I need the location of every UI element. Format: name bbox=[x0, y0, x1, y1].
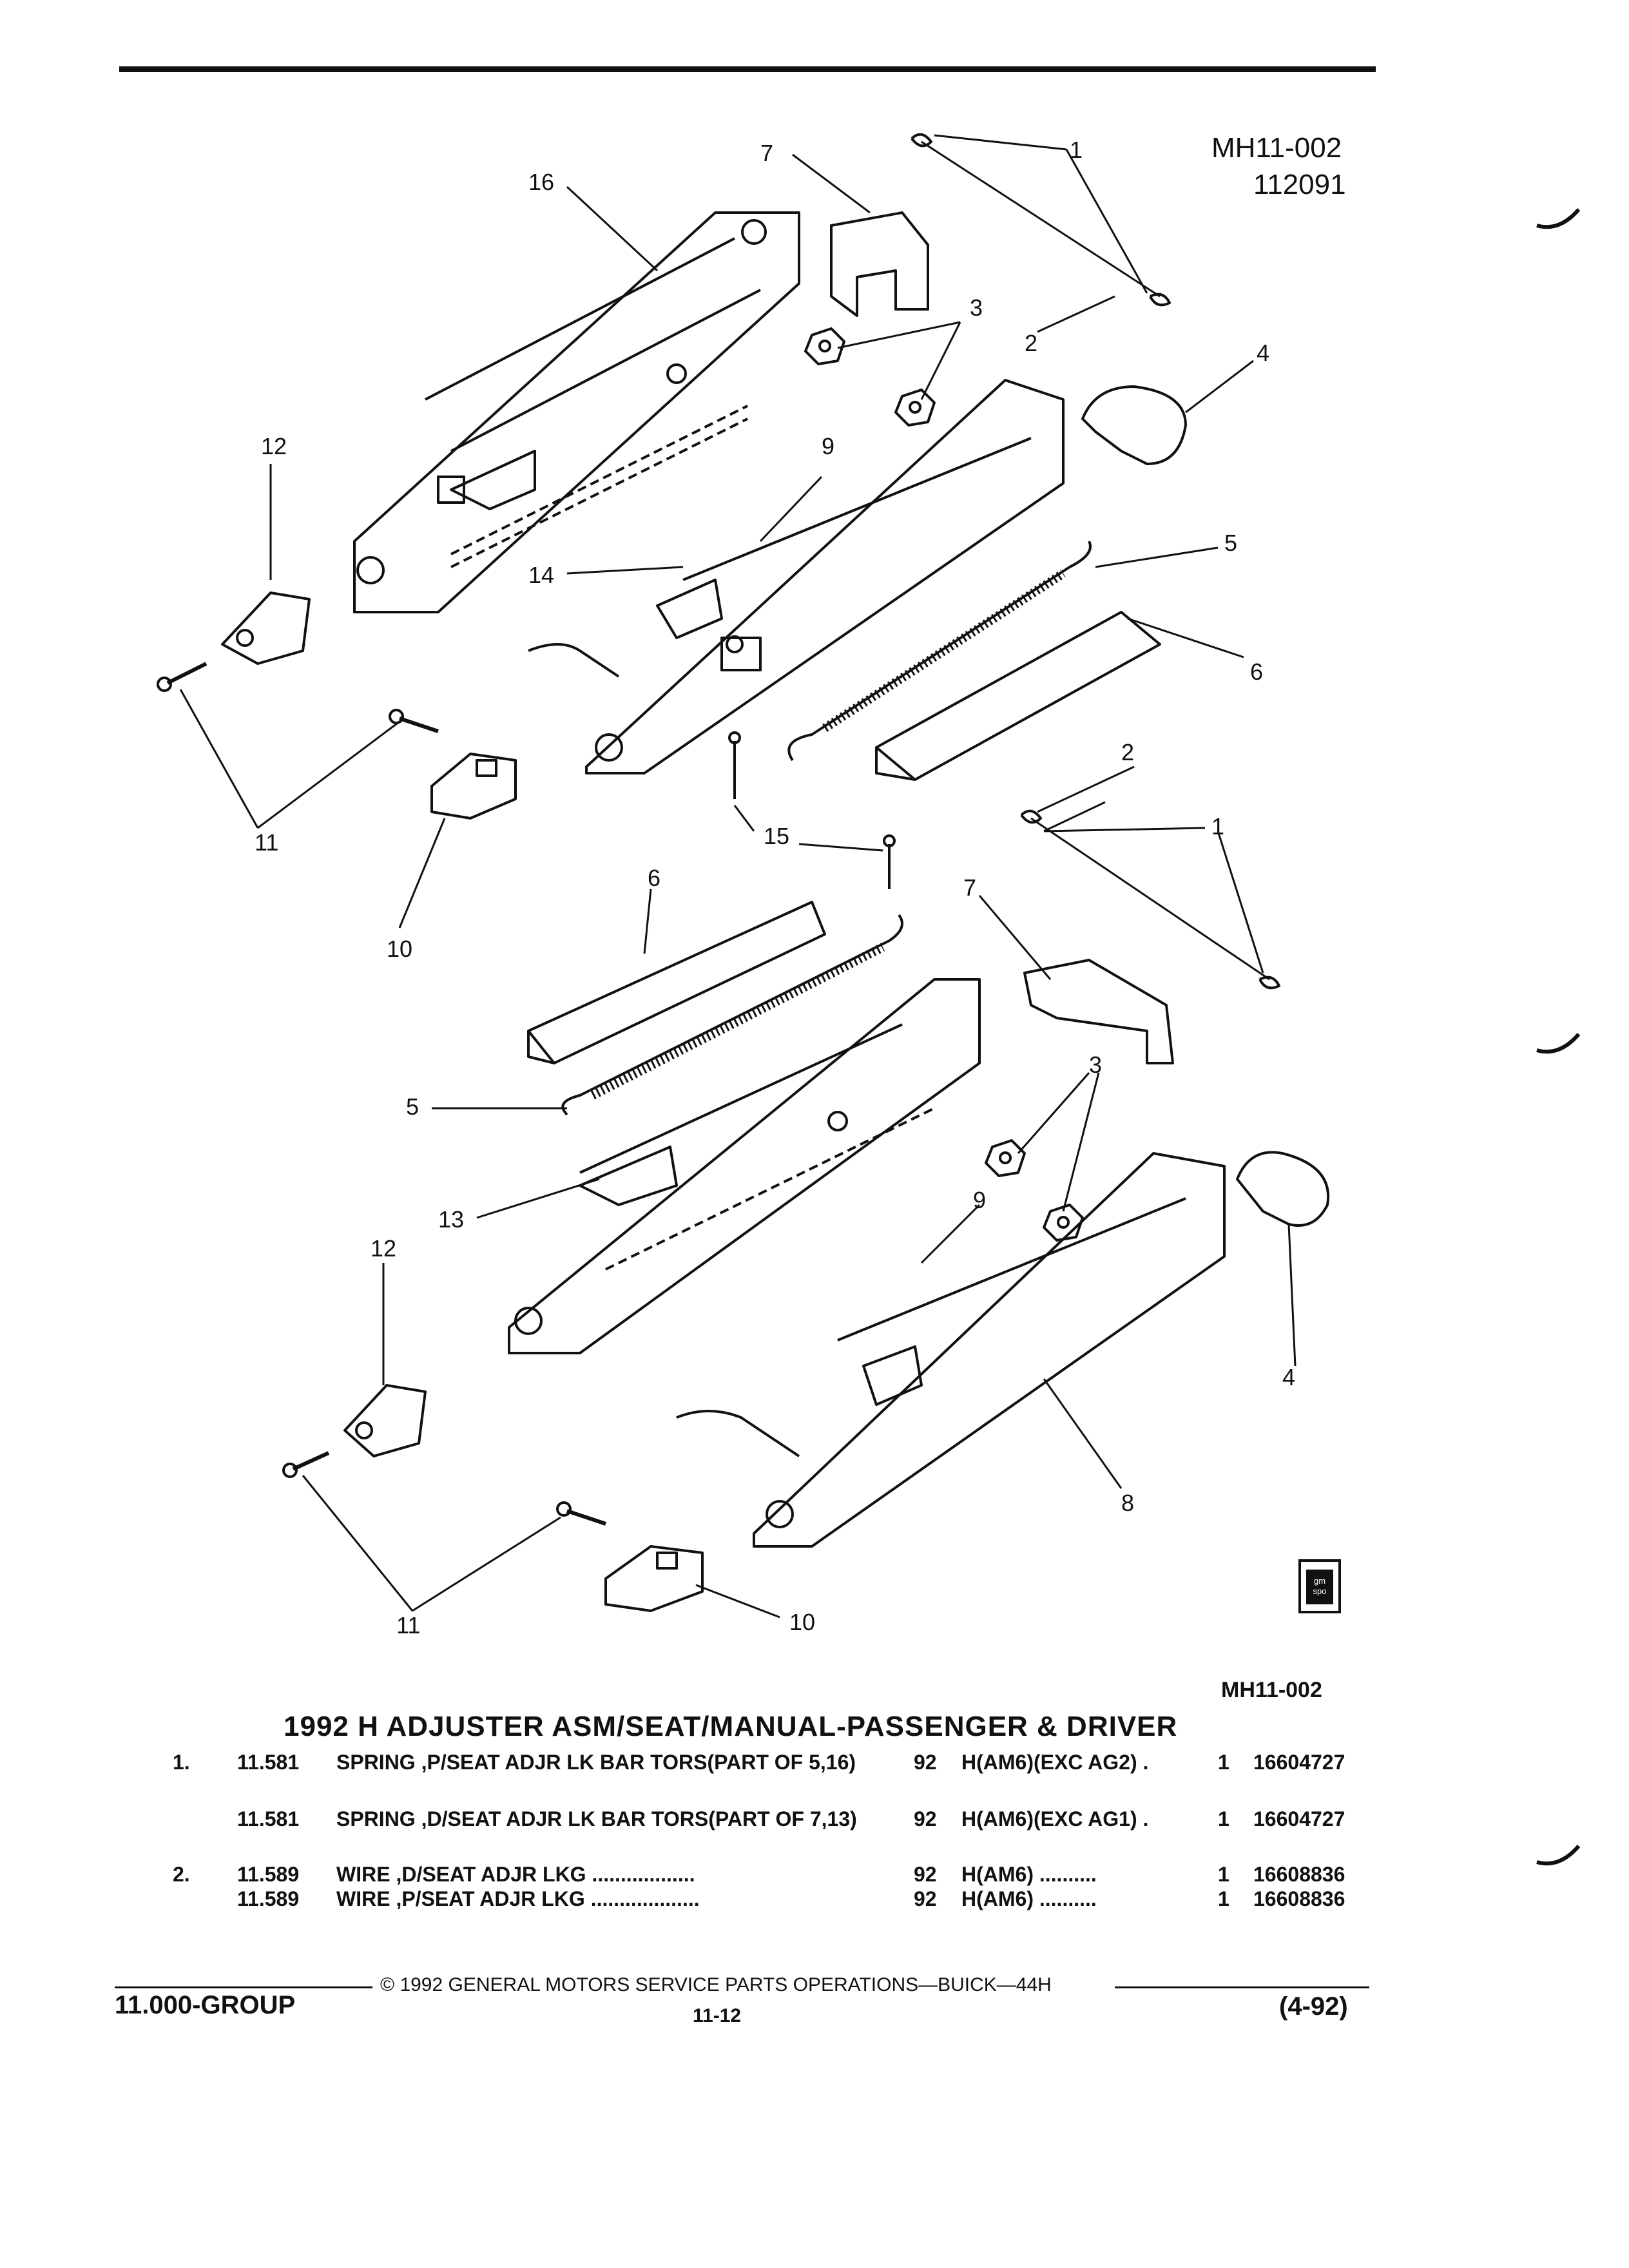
row2-model: H(AM6)(EXC AG1) . bbox=[961, 1807, 1149, 1831]
channel-6-upper bbox=[875, 611, 1161, 781]
wire-linkage-upper bbox=[911, 133, 1171, 307]
callout-1: 1 bbox=[1070, 137, 1083, 163]
row1-year: 92 bbox=[914, 1751, 937, 1774]
row1-item: 1. bbox=[173, 1751, 190, 1774]
screws-11-lower bbox=[282, 1451, 606, 1526]
callout-9: 9 bbox=[822, 433, 834, 459]
callout-8: 8 bbox=[1121, 1490, 1134, 1516]
section-title: 1992 H ADJUSTER ASM/SEAT/MANUAL-PASSENGE… bbox=[284, 1711, 1178, 1742]
pins-15 bbox=[728, 731, 896, 889]
callout-11b: 11 bbox=[396, 1612, 420, 1639]
row1-model: H(AM6)(EXC AG2) . bbox=[961, 1751, 1149, 1774]
spring-5-lower bbox=[561, 914, 903, 1116]
callout-14: 14 bbox=[528, 562, 554, 588]
callout-2: 2 bbox=[1025, 330, 1037, 356]
diagram-id: MH11-002 bbox=[1211, 132, 1342, 164]
nuts-3-lower bbox=[985, 1139, 1084, 1242]
row4-part: 16608836 bbox=[1253, 1887, 1345, 1910]
handle-cap-12-lower bbox=[343, 1384, 427, 1457]
row1-desc: SPRING ,P/SEAT ADJR LK BAR TORS(PART OF … bbox=[336, 1751, 856, 1774]
row3-model: H(AM6) .......... bbox=[961, 1863, 1097, 1886]
upper-seat-adjuster-13 bbox=[508, 978, 981, 1354]
callout-3b: 3 bbox=[1089, 1052, 1102, 1078]
callout-7b: 7 bbox=[963, 874, 976, 901]
callout-6: 6 bbox=[1250, 658, 1263, 685]
page-number: 11-12 bbox=[693, 2005, 742, 2026]
figure-reference: MH11-002 bbox=[1221, 1678, 1322, 1702]
callout-11: 11 bbox=[255, 829, 278, 856]
callout-4: 4 bbox=[1257, 340, 1269, 366]
row1-part: 16604727 bbox=[1253, 1751, 1345, 1774]
footer-rule-left bbox=[115, 1986, 372, 1988]
footer-rule-right bbox=[1115, 1986, 1369, 1988]
handle-cap-12-upper bbox=[221, 591, 311, 665]
lower-seat-track-14 bbox=[528, 379, 1065, 774]
row2-part: 16604727 bbox=[1253, 1807, 1345, 1831]
lower-seat-track-8 bbox=[676, 1152, 1226, 1548]
callout-2b: 2 bbox=[1121, 739, 1134, 765]
row2-qty: 1 bbox=[1218, 1807, 1229, 1831]
callout-1b: 1 bbox=[1211, 813, 1224, 840]
binding-mark-icon bbox=[1536, 208, 1581, 229]
callout-15: 15 bbox=[764, 823, 789, 849]
row4-code: 11.589 bbox=[237, 1887, 300, 1910]
row3-desc: WIRE ,D/SEAT ADJR LKG .................. bbox=[336, 1863, 695, 1886]
copyright-notice: © 1992 GENERAL MOTORS SERVICE PARTS OPER… bbox=[380, 1974, 1052, 1995]
spring-5-upper bbox=[787, 541, 1092, 762]
row4-model: H(AM6) .......... bbox=[961, 1887, 1097, 1910]
row3-part: 16608836 bbox=[1253, 1863, 1345, 1886]
callout-10b: 10 bbox=[789, 1609, 815, 1635]
callout-5: 5 bbox=[1224, 530, 1237, 556]
clip-7-lower bbox=[1023, 959, 1174, 1064]
upper-seat-adjuster-16 bbox=[353, 211, 800, 613]
row4-qty: 1 bbox=[1218, 1887, 1229, 1910]
callout-10: 10 bbox=[387, 936, 412, 962]
row1-qty: 1 bbox=[1218, 1751, 1229, 1774]
callout-7: 7 bbox=[760, 140, 773, 166]
row2-desc: SPRING ,D/SEAT ADJR LK BAR TORS(PART OF … bbox=[336, 1807, 857, 1831]
row3-qty: 1 bbox=[1218, 1863, 1229, 1886]
row3-item: 2. bbox=[173, 1863, 190, 1886]
row2-year: 92 bbox=[914, 1807, 937, 1831]
row3-code: 11.589 bbox=[237, 1863, 300, 1886]
callout-12b: 12 bbox=[371, 1235, 396, 1262]
binding-mark-icon bbox=[1536, 1033, 1581, 1054]
block-10-upper bbox=[430, 753, 517, 820]
callout-13: 13 bbox=[438, 1206, 464, 1233]
group-label: 11.000-GROUP bbox=[115, 1991, 296, 2019]
row3-year: 92 bbox=[914, 1863, 937, 1886]
block-10-lower bbox=[604, 1545, 704, 1612]
callout-4b: 4 bbox=[1282, 1364, 1295, 1390]
callout-labels: 7 16 1 2 3 4 9 12 14 5 6 2 11 15 1 6 7 1… bbox=[255, 137, 1295, 1639]
callout-12: 12 bbox=[261, 433, 287, 459]
end-cap-4-lower bbox=[1236, 1151, 1330, 1227]
callout-6b: 6 bbox=[648, 865, 660, 891]
logo-text: gm spo bbox=[1313, 1576, 1327, 1596]
wire-linkage-lower bbox=[1020, 809, 1280, 990]
row1-code: 11.581 bbox=[237, 1751, 300, 1774]
row4-year: 92 bbox=[914, 1887, 937, 1910]
nuts-3-upper bbox=[804, 327, 936, 427]
exploded-parts-diagram: 7 16 1 2 3 4 9 12 14 5 6 2 11 15 1 6 7 1… bbox=[157, 133, 1330, 1639]
gm-spo-logo-icon: gm spo bbox=[1298, 1559, 1341, 1613]
screws-11-upper bbox=[157, 662, 439, 733]
channel-6-lower bbox=[527, 901, 826, 1064]
callout-5b: 5 bbox=[406, 1093, 419, 1120]
top-rule bbox=[119, 66, 1376, 72]
callout-9b: 9 bbox=[973, 1187, 986, 1213]
revision-date: (4-92) bbox=[1279, 1992, 1348, 2021]
row4-desc: WIRE ,P/SEAT ADJR LKG ..................… bbox=[336, 1887, 700, 1910]
binding-mark-icon bbox=[1536, 1845, 1581, 1866]
row2-code: 11.581 bbox=[237, 1807, 300, 1831]
callout-16: 16 bbox=[528, 169, 554, 195]
leader-lines bbox=[179, 134, 1296, 1619]
clip-7-upper bbox=[830, 211, 929, 317]
diagram-date: 112091 bbox=[1253, 169, 1346, 200]
callout-3: 3 bbox=[970, 294, 983, 321]
end-cap-4-upper bbox=[1081, 385, 1187, 465]
